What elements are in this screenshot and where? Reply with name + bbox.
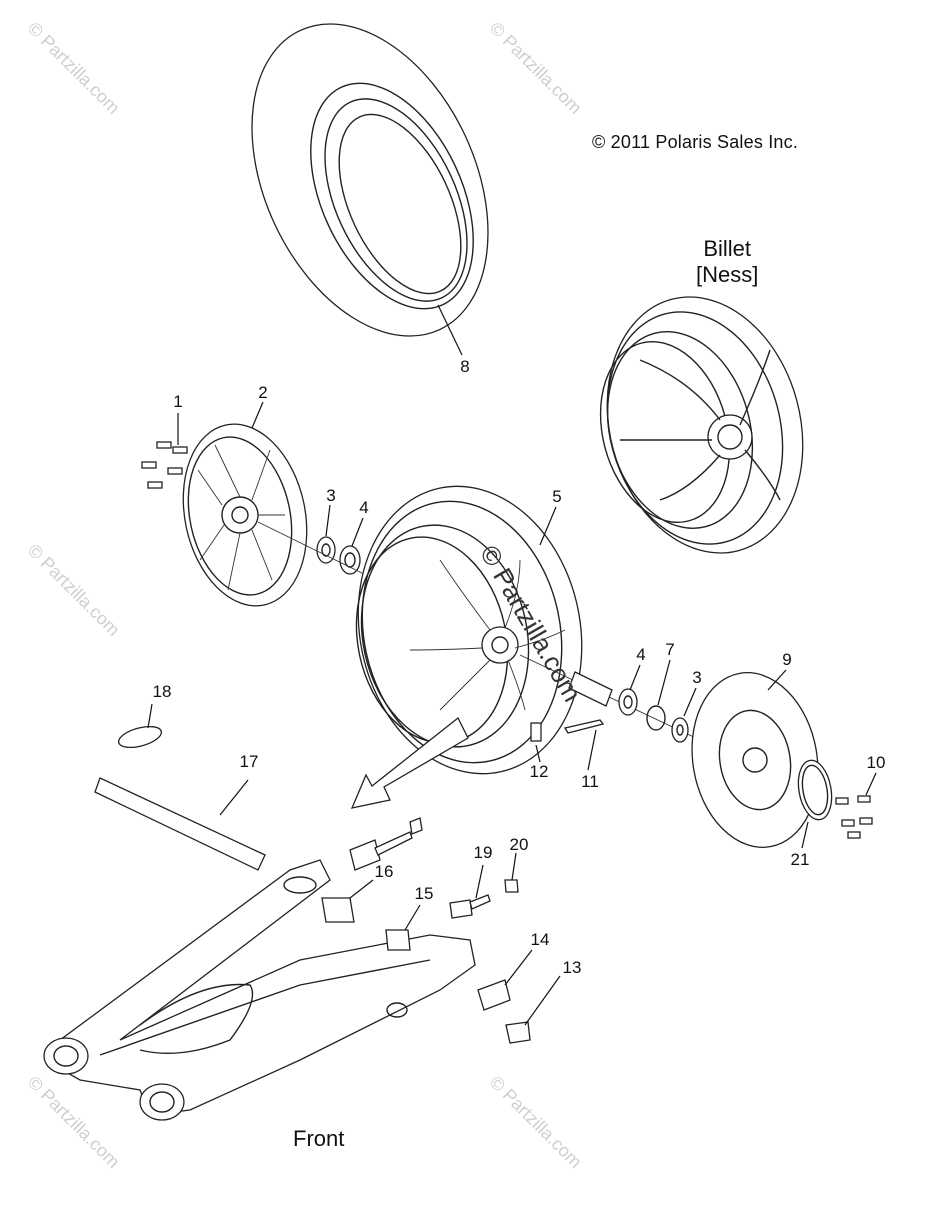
variant-label-line1: Billet xyxy=(703,236,752,261)
sprocket-part-2 xyxy=(141,401,308,607)
callout-19: 19 xyxy=(473,843,493,862)
callout-10: 10 xyxy=(866,753,886,772)
callout-11: 11 xyxy=(581,772,599,791)
rear-wheel-part-5 xyxy=(355,485,583,775)
callout-3-right: 3 xyxy=(692,668,702,687)
callout-4-right: 4 xyxy=(636,645,646,664)
callout-12: 12 xyxy=(529,762,549,781)
variant-label-line2: [Ness] xyxy=(696,262,759,287)
callout-2: 2 xyxy=(258,383,268,402)
swingarm xyxy=(43,859,476,1121)
seal-and-bearing-left xyxy=(257,504,373,579)
axle-part-17 xyxy=(94,703,266,871)
callout-20: 20 xyxy=(509,835,529,854)
callout-3: 3 xyxy=(326,486,336,505)
variant-label: Billet [Ness] xyxy=(696,236,758,288)
callout-16: 16 xyxy=(374,862,394,881)
callout-9: 9 xyxy=(782,650,792,669)
callout-21: 21 xyxy=(790,850,810,869)
callout-18: 18 xyxy=(152,682,172,701)
adjuster-parts xyxy=(321,817,561,1044)
callout-14: 14 xyxy=(530,930,550,949)
billet-ness-wheel xyxy=(599,296,804,554)
callout-7: 7 xyxy=(665,640,675,659)
callout-17: 17 xyxy=(239,752,259,771)
brake-rotor-part-9 xyxy=(691,669,877,849)
callout-5: 5 xyxy=(552,487,562,506)
callout-8: 8 xyxy=(460,357,470,376)
front-direction-arrow xyxy=(350,716,469,809)
callout-13: 13 xyxy=(562,958,582,977)
right-hub-parts xyxy=(519,654,701,743)
valve-and-weight xyxy=(530,719,605,771)
copyright-notice: © 2011 Polaris Sales Inc. xyxy=(592,132,799,152)
callout-15: 15 xyxy=(414,884,434,903)
callout-4: 4 xyxy=(359,498,369,517)
tire-part-8 xyxy=(251,23,489,356)
callout-1: 1 xyxy=(173,392,183,411)
front-label: Front xyxy=(293,1126,345,1151)
